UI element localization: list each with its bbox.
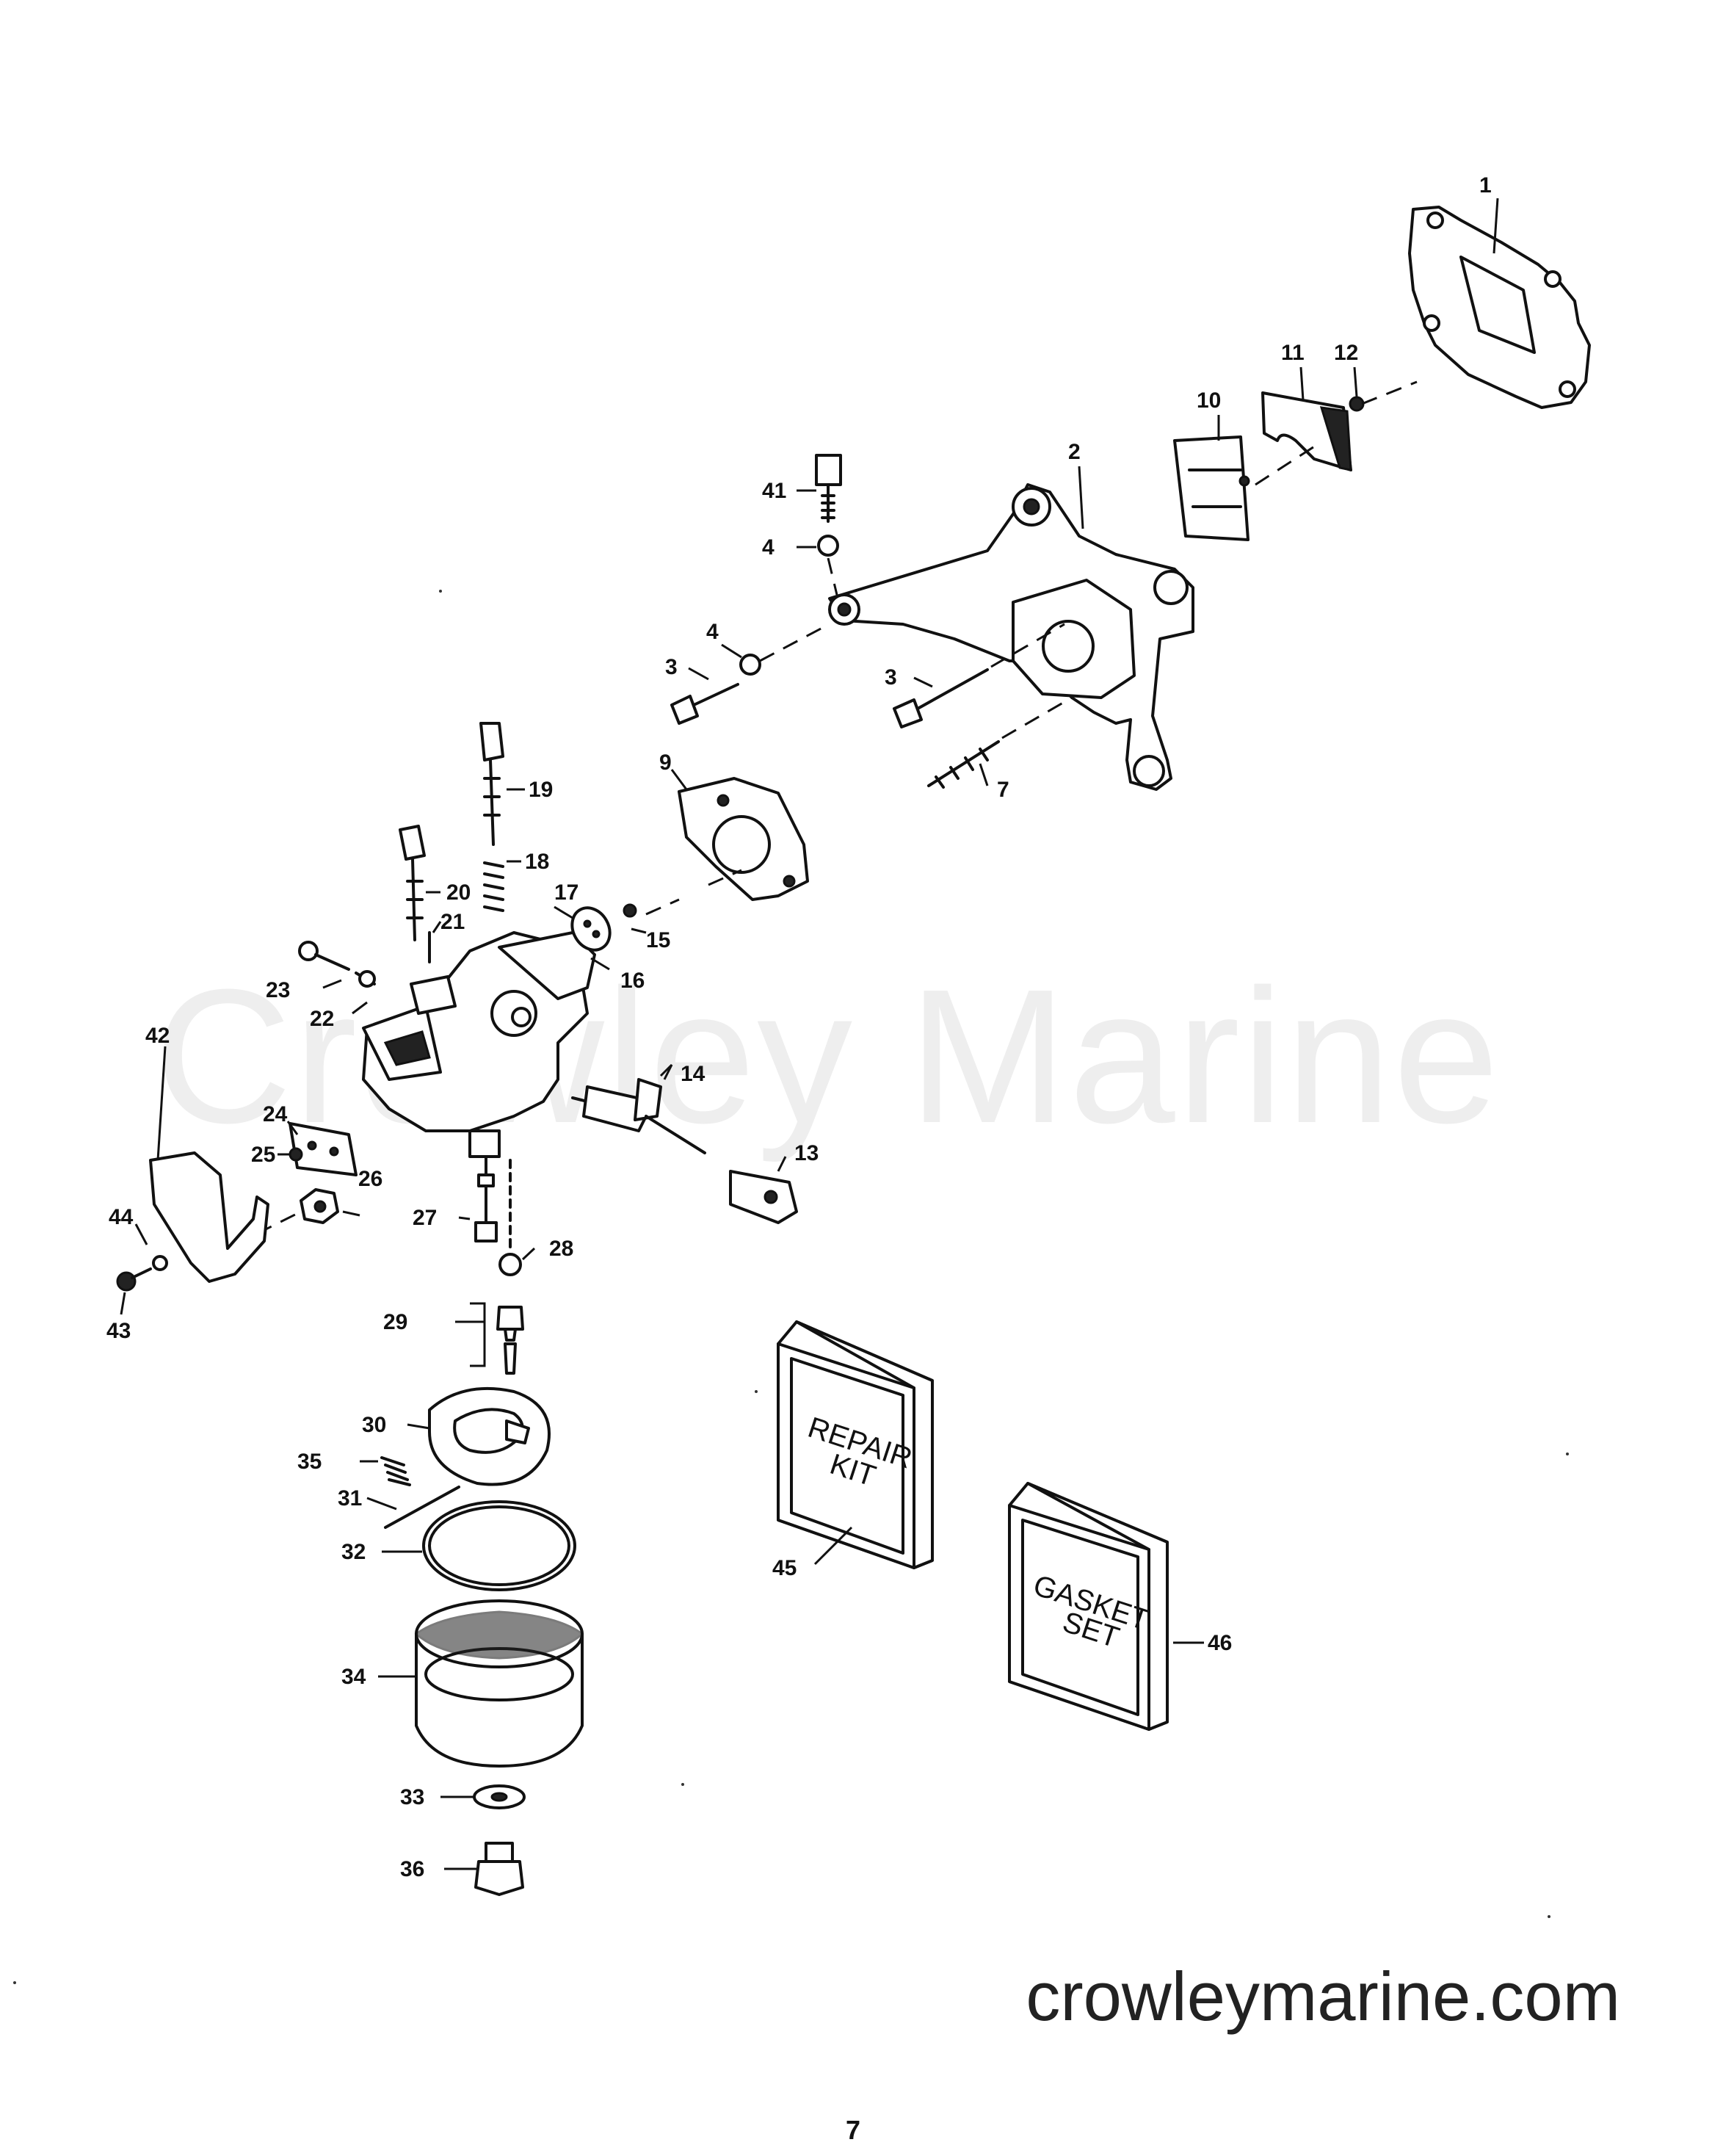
callout-3a: 3 [665, 655, 678, 679]
part-30-float [428, 1386, 551, 1486]
part-20-choke-shaft [399, 825, 426, 941]
callout-20: 20 [446, 880, 471, 905]
part-33-washer [473, 1784, 526, 1809]
callout-1: 1 [1479, 173, 1492, 198]
callout-3b: 3 [885, 665, 897, 690]
callout-23: 23 [266, 978, 290, 1002]
scan-specks [13, 590, 1569, 1984]
callout-13: 13 [794, 1141, 819, 1165]
callout-15: 15 [646, 928, 670, 952]
callout-4b: 4 [706, 620, 719, 644]
callout-2: 2 [1068, 440, 1081, 464]
callout-46: 46 [1208, 1631, 1232, 1655]
callout-35: 35 [297, 1450, 322, 1474]
callout-12: 12 [1334, 341, 1358, 365]
callout-26: 26 [358, 1167, 382, 1191]
part-29-inlet-needle-seat [455, 1302, 524, 1375]
callout-32: 32 [341, 1540, 366, 1564]
callout-14: 14 [681, 1062, 706, 1086]
callout-43: 43 [106, 1319, 131, 1343]
part-32-bowl-gasket [422, 1500, 576, 1591]
callout-31: 31 [338, 1486, 362, 1511]
part-25-screw [289, 1147, 303, 1162]
callout-42: 42 [145, 1024, 170, 1048]
part-13-fuel-fitting [729, 1170, 798, 1224]
part-3-screw-right [893, 668, 989, 728]
part-14-needle-valve [571, 1078, 706, 1154]
part-26-nut [300, 1188, 339, 1224]
callout-44: 44 [109, 1205, 134, 1229]
part-45-repair-kit: REPAIR KIT [777, 1320, 934, 1569]
part-9-carburetor-gasket [678, 777, 809, 901]
callout-4a: 4 [762, 535, 775, 560]
callout-19: 19 [529, 778, 553, 802]
callout-21: 21 [440, 910, 465, 934]
part-44-lockwasher [152, 1255, 168, 1271]
part-4-lockwasher-upper [817, 535, 839, 557]
part-41-bolt [815, 454, 842, 523]
part-1-gasket [1408, 206, 1591, 409]
part-18-spring [483, 861, 504, 912]
callout-30: 30 [362, 1413, 386, 1437]
part-3-screw-left [670, 683, 739, 725]
callout-45: 45 [772, 1556, 797, 1580]
callout-16: 16 [620, 969, 645, 993]
leader-lines [120, 198, 1499, 1870]
callout-28: 28 [549, 1237, 573, 1261]
part-15-screw [623, 903, 637, 918]
part-16-throttle-plate [570, 906, 612, 952]
callout-22: 22 [310, 1007, 334, 1031]
part-35-spring [380, 1456, 411, 1486]
part-34-float-bowl [414, 1599, 584, 1768]
part-36-drain-plug [474, 1842, 524, 1896]
part-43-screw [116, 1267, 152, 1292]
part-17-carburetor-body [362, 931, 596, 1158]
part-28-washer [498, 1253, 522, 1276]
page-number: 7 [846, 2115, 861, 2145]
callout-10: 10 [1197, 388, 1221, 413]
callout-17: 17 [554, 880, 578, 905]
part-2-intake-manifold [828, 483, 1194, 791]
callout-7: 7 [997, 778, 1009, 802]
callout-labels: 1 11 12 10 2 41 4 4 3 3 7 9 19 18 20 17 … [106, 173, 1492, 1881]
part-10-reed [1173, 435, 1250, 541]
part-4-lockwasher-lower [739, 654, 761, 676]
part-31-float-pin [384, 1486, 460, 1529]
callout-11: 11 [1281, 341, 1305, 365]
part-7-stud [927, 740, 1000, 789]
callout-18: 18 [525, 850, 549, 874]
part-12-screw [1349, 396, 1365, 412]
callout-9: 9 [659, 750, 672, 775]
callout-36: 36 [400, 1857, 424, 1881]
callout-34: 34 [341, 1665, 366, 1689]
site-url: crowleymarine.com [1026, 1958, 1620, 2035]
part-23-idle-screw [298, 941, 350, 971]
callout-33: 33 [400, 1785, 424, 1809]
part-11-reed-stop [1261, 391, 1352, 471]
part-42-bracket [149, 1151, 269, 1283]
callout-24: 24 [263, 1102, 288, 1126]
part-46-gasket-set: GASKET SET [1008, 1482, 1169, 1731]
callout-29: 29 [383, 1310, 407, 1334]
callout-41: 41 [762, 479, 786, 503]
callout-25: 25 [251, 1143, 275, 1167]
part-19-throttle-shaft [479, 722, 504, 846]
part-22-spring [355, 970, 376, 988]
part-27-main-nozzle [474, 1155, 498, 1242]
callout-27: 27 [413, 1206, 437, 1230]
